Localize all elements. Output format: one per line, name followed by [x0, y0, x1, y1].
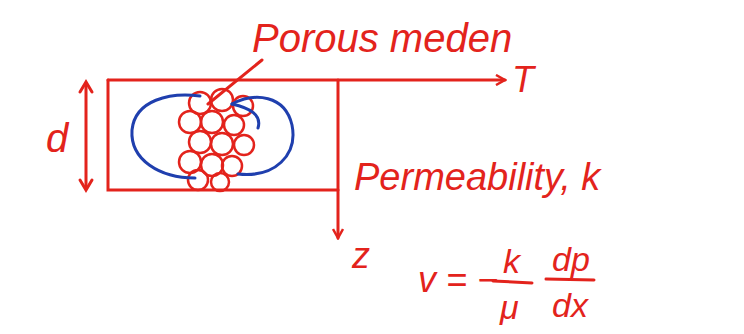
callout-label: Porous meden: [252, 18, 512, 58]
equation-text: k: [503, 244, 520, 278]
equation-text: dx: [552, 288, 588, 322]
dimension-label: d: [46, 118, 68, 158]
equation-text: μ: [500, 290, 519, 324]
equation-text: v = −: [418, 262, 498, 298]
axis-label: z: [352, 238, 370, 274]
equation-text: dp: [552, 242, 590, 276]
property-label: Permeability, k: [354, 158, 600, 196]
axis-label: T: [512, 62, 534, 98]
